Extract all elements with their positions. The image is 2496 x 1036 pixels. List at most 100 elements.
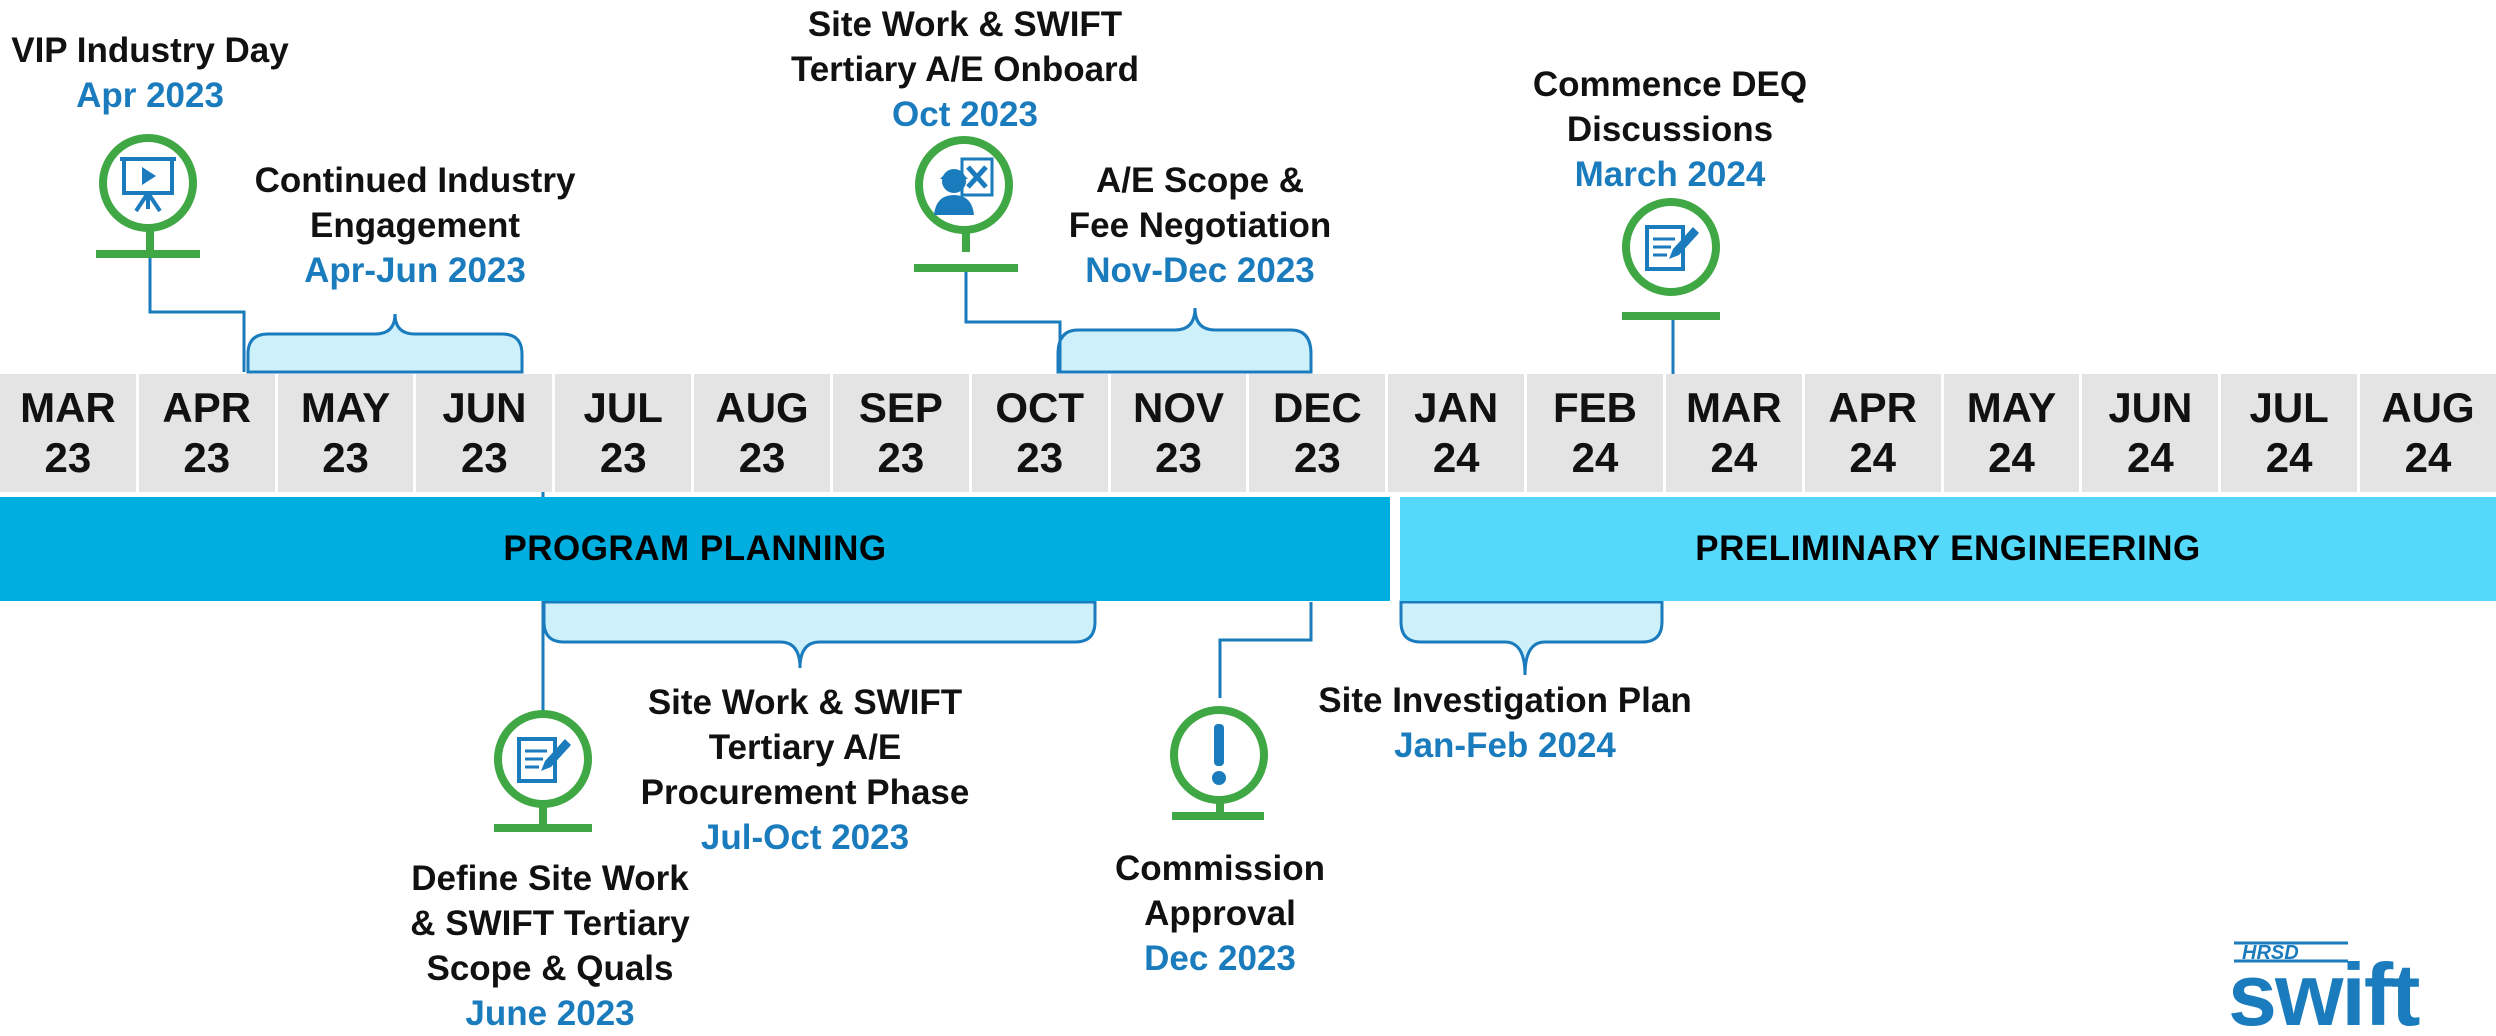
month-name: APR	[1828, 384, 1918, 431]
month-year: 23	[877, 434, 925, 481]
month-year: 23	[183, 434, 231, 481]
milestone-title: Define Site Work & SWIFT Tertiary Scope …	[410, 859, 690, 988]
milestone-continued-industry-engagement: Continued Industry Engagement Apr-Jun 20…	[215, 158, 615, 293]
month-name: NOV	[1133, 384, 1225, 431]
exclamation-icon	[1170, 706, 1268, 804]
month-name: JUL	[583, 384, 663, 431]
icon-stand-pole	[146, 230, 154, 250]
milestone-date: Jul-Oct 2023	[700, 818, 910, 857]
month-name: SEP	[858, 384, 943, 431]
milestone-title: VIP Industry Day	[11, 31, 289, 70]
month-name: OCT	[995, 384, 1085, 431]
month-year: 24	[2126, 434, 2174, 481]
month-year: 24	[1988, 434, 2035, 481]
milestone-title: Site Investigation Plan	[1318, 681, 1692, 720]
month-name: DEC	[1273, 384, 1362, 431]
milestone-date: March 2024	[1574, 155, 1766, 194]
milestone-date: Nov-Dec 2023	[1085, 251, 1315, 290]
milestone-define-site-work: Define Site Work & SWIFT Tertiary Scope …	[360, 856, 740, 1036]
icon-stand-base	[914, 264, 1018, 272]
month-name: JUL	[2249, 384, 2329, 431]
month-year: 24	[1432, 434, 1480, 481]
document-edit-icon	[494, 710, 592, 808]
icon-stand-pole	[1216, 800, 1224, 814]
presentation-icon	[99, 134, 197, 232]
month-name: APR	[162, 384, 252, 431]
milestone-title: Commission Approval	[1114, 849, 1326, 933]
month-name: MAR	[1686, 384, 1782, 431]
month-year: 23	[461, 434, 508, 481]
month-year: 24	[2404, 434, 2452, 481]
milestone-date: Jan-Feb 2024	[1394, 726, 1616, 765]
month-year: 24	[2265, 434, 2313, 481]
month-year: 23	[1294, 434, 1341, 481]
phase-program-planning: PROGRAM PLANNING	[0, 497, 1390, 601]
month-year: 23	[44, 434, 92, 481]
month-name: JAN	[1414, 384, 1499, 431]
milestone-date: Apr 2023	[76, 76, 224, 115]
icon-stand-base	[1622, 312, 1720, 320]
month-year: 23	[1155, 434, 1202, 481]
month-name: MAY	[1966, 384, 2057, 431]
milestone-date: Dec 2023	[1144, 939, 1296, 978]
logo-name: swift	[2228, 945, 2420, 1031]
milestone-title: A/E Scope & Fee Negotiation	[1068, 161, 1332, 245]
icon-stand-pole	[539, 806, 547, 824]
icon-stand-base	[96, 250, 200, 258]
document-edit-icon	[1622, 198, 1720, 296]
icon-stand-base	[494, 824, 592, 832]
bracket-scope-fee	[1056, 307, 1313, 374]
month-year: 23	[599, 434, 647, 481]
icon-stand-base	[1172, 812, 1264, 820]
milestone-procurement-phase: Site Work & SWIFT Tertiary A/E Procureme…	[600, 680, 1010, 860]
milestone-title: Site Work & SWIFT Tertiary A/E Procureme…	[640, 683, 970, 812]
engineer-icon	[915, 136, 1013, 234]
month-year: 23	[322, 434, 369, 481]
month-name: FEB	[1553, 384, 1638, 431]
month-year: 24	[1710, 434, 1758, 481]
month-name: AUG	[2381, 384, 2475, 431]
milestone-date: Apr-Jun 2023	[304, 251, 526, 290]
month-name: JUN	[2108, 384, 2193, 431]
bracket-procurement	[542, 600, 1097, 669]
milestone-commission-approval: Commission Approval Dec 2023	[1060, 846, 1380, 981]
milestone-date: Oct 2023	[892, 95, 1038, 134]
month-year: 23	[738, 434, 786, 481]
milestone-deq-discussions: Commence DEQ Discussions March 2024	[1480, 62, 1860, 197]
hrsd-swift-logo: HRSD swift	[2228, 941, 2422, 1031]
month-name: MAR	[20, 384, 116, 431]
milestone-title: Site Work & SWIFT Tertiary A/E Onboard	[790, 5, 1140, 89]
month-year: 24	[1571, 434, 1619, 481]
bracket-industry-engagement	[246, 313, 524, 374]
milestone-date: June 2023	[465, 994, 635, 1033]
milestone-vip-industry-day: VIP Industry Day Apr 2023	[0, 28, 320, 118]
milestone-ae-scope-fee: A/E Scope & Fee Negotiation Nov-Dec 2023	[1030, 158, 1370, 293]
milestone-site-investigation-plan: Site Investigation Plan Jan-Feb 2024	[1290, 678, 1720, 768]
milestone-title: Continued Industry Engagement	[254, 161, 576, 245]
month-year: 23	[1016, 434, 1064, 481]
bracket-site-investigation	[1399, 600, 1664, 676]
milestone-title: Commence DEQ Discussions	[1532, 65, 1808, 149]
phase-preliminary-engineering: PRELIMINARY ENGINEERING	[1400, 497, 2496, 601]
milestone-ae-onboard: Site Work & SWIFT Tertiary A/E Onboard O…	[760, 2, 1170, 137]
month-name: JUN	[442, 384, 527, 431]
icon-stand-pole	[962, 232, 970, 252]
